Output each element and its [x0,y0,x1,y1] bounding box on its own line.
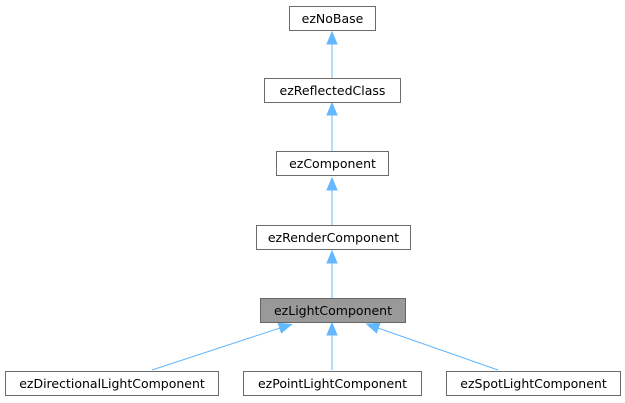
node-label-pointlight: ezPointLightComponent [258,376,407,391]
node-ezSpotLightComponent[interactable]: ezSpotLightComponent [446,371,621,396]
arrowhead-reflectedclass [326,101,338,116]
edge-spotlight-to-lightcomponent [377,327,499,371]
node-ezReflectedClass[interactable]: ezReflectedClass [264,78,401,103]
node-label-spotlight: ezSpotLightComponent [460,376,607,391]
node-label-reflectedclass: ezReflectedClass [280,83,386,98]
node-ezLightComponent-current[interactable]: ezLightComponent [260,298,406,323]
edge-directional-to-lightcomponent [151,327,281,371]
edges [151,30,499,371]
arrowhead-lightcomponent-left [277,322,293,334]
arrowhead-nobase [326,30,338,45]
node-label-directionallight: ezDirectionalLightComponent [19,376,205,391]
node-ezDirectionalLightComponent[interactable]: ezDirectionalLightComponent [5,371,219,396]
node-label-nobase: ezNoBase [302,11,364,26]
arrowhead-lightcomponent-center [326,321,338,336]
arrowhead-lightcomponent-right [365,322,381,334]
node-ezComponent[interactable]: ezComponent [276,151,389,176]
node-ezPointLightComponent[interactable]: ezPointLightComponent [243,371,422,396]
node-label-lightcomponent: ezLightComponent [274,303,392,318]
node-ezNoBase[interactable]: ezNoBase [289,6,376,31]
node-label-component: ezComponent [289,156,376,171]
node-ezRenderComponent[interactable]: ezRenderComponent [256,225,411,250]
arrowhead-rendercomponent [326,249,338,264]
node-label-rendercomponent: ezRenderComponent [268,230,399,245]
arrowhead-component [326,176,338,191]
